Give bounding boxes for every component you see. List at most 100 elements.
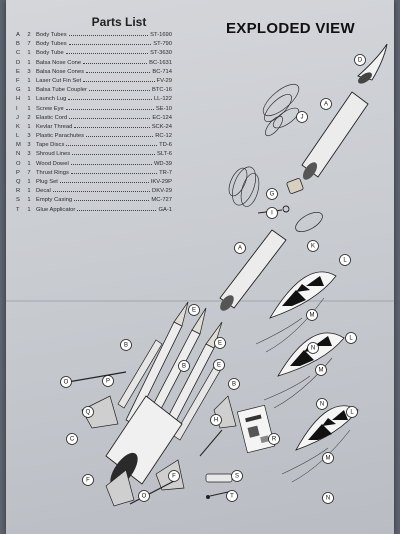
- dot-leader: [86, 71, 151, 73]
- part-name: Shroud Lines: [36, 151, 71, 158]
- dot-leader: [70, 163, 152, 165]
- elastic-cord-upper: [262, 83, 300, 137]
- parachute-1: [255, 271, 337, 353]
- dot-leader: [65, 53, 149, 55]
- part-number: BTC-16: [152, 87, 172, 94]
- svg-text:L: L: [343, 257, 347, 263]
- part-name: Balsa Nose Cones: [36, 68, 85, 75]
- svg-text:D: D: [358, 57, 363, 63]
- part-name: Body Tube: [36, 50, 64, 57]
- part-number: IKV-29P: [150, 179, 172, 185]
- part-letter: F: [16, 77, 20, 84]
- part-name: Thrust Rings: [36, 169, 69, 176]
- part-name: Balsa Nose Cone: [36, 59, 82, 66]
- dot-leader: [70, 172, 158, 174]
- part-letter: R: [16, 188, 21, 195]
- part-letter: S: [16, 197, 20, 204]
- callout-a: A: [320, 98, 332, 110]
- part-name: Kevlar Thread: [36, 123, 73, 130]
- kevlar-thread: [295, 211, 323, 233]
- part-quantity: 1: [27, 188, 31, 195]
- callout-e: E: [213, 359, 225, 371]
- part-quantity: 1: [27, 87, 31, 94]
- callout-n: N: [307, 342, 319, 354]
- callout-f: F: [82, 474, 94, 486]
- elastic-cord-middle: [228, 166, 260, 207]
- svg-text:A: A: [238, 245, 242, 251]
- part-quantity: 1: [27, 77, 31, 84]
- tube-coupler: [286, 178, 304, 194]
- part-name: Balsa Tube Coupler: [36, 87, 87, 94]
- callout-m: M: [315, 364, 327, 376]
- part-name: Screw Eye: [36, 105, 64, 112]
- svg-text:B: B: [124, 342, 128, 348]
- part-number: MC-727: [151, 197, 172, 204]
- nose-cone-d: [357, 43, 388, 84]
- callout-a: A: [234, 242, 246, 254]
- part-name: Tape Discs: [36, 142, 65, 149]
- callout-b: B: [178, 360, 190, 372]
- callout-e: E: [188, 304, 200, 316]
- part-quantity: 3: [27, 142, 31, 149]
- dot-leader: [86, 136, 154, 138]
- dot-leader: [65, 108, 154, 110]
- callout-o: O: [138, 490, 150, 502]
- callout-t: T: [226, 490, 238, 502]
- part-number: TD-6: [159, 142, 172, 149]
- svg-text:H: H: [214, 417, 218, 423]
- svg-text:L: L: [349, 335, 353, 341]
- part-name: Empty Casing: [36, 197, 73, 204]
- dot-leader: [74, 126, 150, 128]
- wood-dowels: [67, 371, 223, 505]
- dot-leader: [59, 182, 149, 183]
- callout-d: D: [354, 54, 366, 66]
- callout-i: I: [266, 207, 278, 219]
- parachute-3: [281, 405, 359, 483]
- part-quantity: 1: [27, 160, 31, 167]
- dot-leader: [69, 117, 151, 119]
- callout-l: L: [346, 406, 358, 418]
- callout-h: H: [210, 414, 222, 426]
- svg-text:R: R: [272, 436, 277, 442]
- part-quantity: 3: [27, 133, 31, 140]
- part-name: Elastic Cord: [36, 114, 68, 121]
- part-name: Wood Dowel: [36, 160, 69, 167]
- dot-leader: [83, 80, 155, 82]
- part-quantity: 7: [27, 169, 31, 176]
- part-name: Plastic Parachutes: [36, 133, 85, 140]
- callout-b: B: [120, 339, 132, 351]
- callout-m: M: [306, 309, 318, 321]
- booster-nose-cones: [173, 301, 223, 349]
- dot-leader: [52, 191, 151, 193]
- part-number: FV-29: [156, 77, 172, 84]
- callout-m: M: [322, 452, 334, 464]
- part-letter: N: [16, 151, 21, 158]
- callout-n: N: [322, 492, 334, 504]
- part-quantity: 7: [27, 41, 31, 48]
- svg-text:Q: Q: [86, 409, 91, 415]
- svg-text:O: O: [142, 493, 147, 499]
- svg-text:M: M: [326, 455, 331, 461]
- paper-fold-line: [6, 300, 394, 302]
- part-number: EC-124: [152, 114, 172, 121]
- part-letter: A: [16, 32, 20, 38]
- part-number: ST-1690: [150, 32, 172, 38]
- part-letter: G: [16, 87, 21, 94]
- callout-q: Q: [82, 406, 94, 418]
- part-letter: D: [16, 59, 21, 66]
- part-letter: L: [16, 133, 20, 140]
- svg-text:B: B: [182, 363, 186, 369]
- part-name: Laser Cut Fin Set: [36, 77, 82, 84]
- svg-text:C: C: [70, 436, 75, 442]
- part-letter: H: [16, 96, 21, 103]
- svg-text:L: L: [350, 409, 354, 415]
- dot-leader: [68, 35, 149, 36]
- body-tube-lower: [219, 229, 287, 311]
